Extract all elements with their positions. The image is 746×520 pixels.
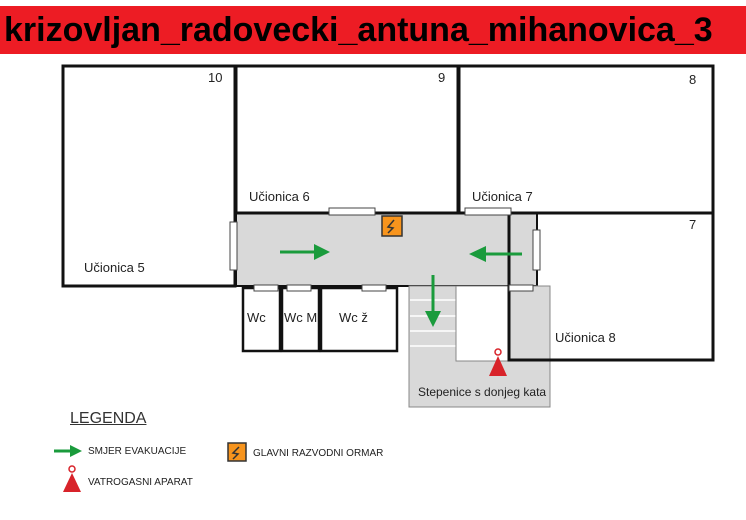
- page-title: krizovljan_radovecki_antuna_mihanovica_3: [4, 11, 713, 49]
- evacuation-arrow-down-icon: [425, 275, 441, 327]
- label-wc-m: Wc M: [284, 310, 318, 325]
- doors: [229, 207, 541, 292]
- label-ucionica-8: Učionica 8: [555, 330, 616, 345]
- room-wc-z: [319, 286, 399, 353]
- label-wc: Wc: [247, 310, 266, 325]
- room-ucionica-5: [61, 64, 237, 288]
- label-ucionica-6: Učionica 6: [249, 189, 310, 204]
- room-number-7: 7: [689, 217, 697, 232]
- page-title-banner: krizovljan_radovecki_antuna_mihanovica_3: [0, 6, 746, 54]
- legend-arrow-icon: [54, 445, 82, 457]
- evacuation-arrow-left-icon: [469, 246, 522, 262]
- label-ucionica-5: Učionica 5: [84, 260, 145, 275]
- legend-evacuation-label: SMJER EVAKUACIJE: [88, 446, 187, 457]
- legend-extinguisher-icon: [63, 465, 81, 492]
- label-wc-z: Wc ž: [339, 310, 368, 325]
- room-number-9: 9: [438, 70, 446, 85]
- legend-extinguisher-label: VATROGASNI APARAT: [88, 477, 193, 488]
- label-ucionica-7: Učionica 7: [472, 189, 533, 204]
- legend-cabinet-label: GLAVNI RAZVODNI ORMAR: [253, 448, 384, 459]
- room-number-10: 10: [208, 70, 223, 85]
- legend-cabinet-icon: [227, 442, 247, 462]
- room-number-8: 8: [689, 72, 697, 87]
- room-wc-1: [241, 286, 282, 353]
- label-stairs: Stepenice s donjeg kata: [418, 385, 547, 399]
- extinguisher-icon: [489, 348, 507, 376]
- cabinet-icon: [381, 215, 403, 237]
- legend-title: LEGENDA: [70, 410, 147, 427]
- evacuation-arrow-right-icon: [280, 244, 330, 260]
